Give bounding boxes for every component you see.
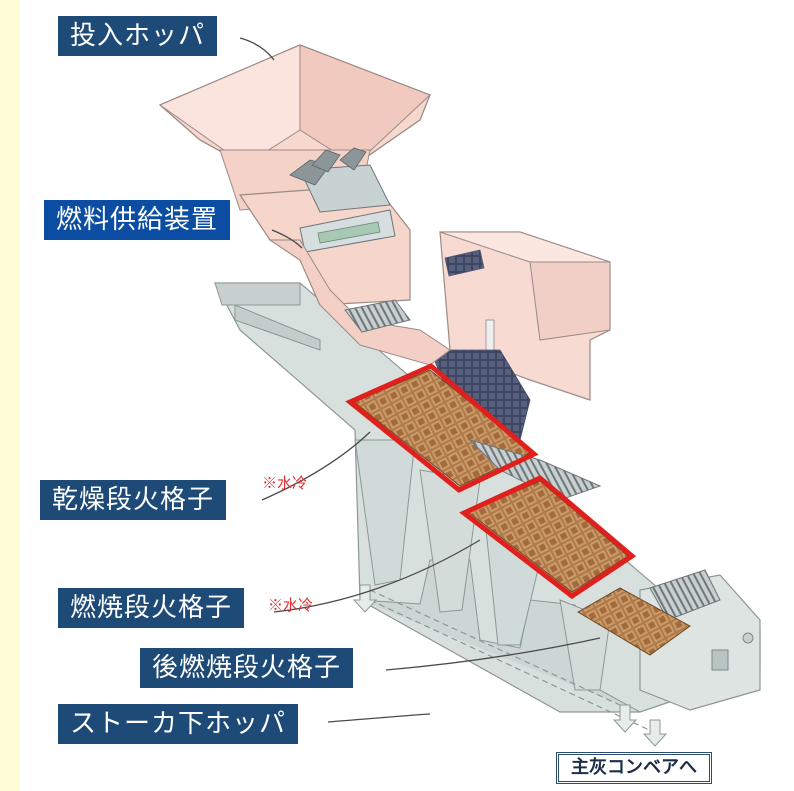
leader-combustion bbox=[273, 539, 481, 613]
after-burning-grate-surface bbox=[577, 587, 691, 656]
label-feed-hopper: 投入ホッパ bbox=[58, 16, 218, 56]
label-lower-hopper: ストーカ下ホッパ bbox=[58, 704, 299, 744]
fuel-feeder bbox=[238, 147, 451, 366]
note-drying-water-cooled: ※水冷 bbox=[262, 474, 308, 492]
leader-lower-hopper bbox=[327, 713, 431, 723]
note-combustion-water-cooled: ※水冷 bbox=[268, 596, 314, 614]
leader-drying bbox=[261, 431, 371, 501]
feed-hopper bbox=[158, 44, 431, 211]
label-fuel-feeder: 燃料供給装置 bbox=[44, 200, 231, 240]
ash-flow-lines bbox=[352, 584, 668, 747]
leader-lines bbox=[239, 37, 601, 723]
label-combustion-grate: 燃焼段火格子 bbox=[58, 588, 245, 628]
destination-main-ash-conveyor: 主灰コンベアへ bbox=[556, 752, 712, 784]
leader-after-burning bbox=[385, 637, 601, 671]
ash-arrow-middle bbox=[612, 704, 638, 733]
grate-stages bbox=[345, 363, 691, 656]
combustion-grate-highlight bbox=[459, 475, 637, 600]
combustion-chamber bbox=[429, 231, 611, 441]
label-drying-grate: 乾燥段火格子 bbox=[40, 480, 227, 520]
ash-arrow-left bbox=[352, 584, 378, 613]
label-after-burning-grate: 後燃焼段火格子 bbox=[140, 648, 354, 688]
leader-hopper bbox=[239, 37, 275, 61]
leader-feeder bbox=[271, 229, 303, 249]
left-margin-strip bbox=[0, 0, 20, 791]
ash-arrow-right bbox=[642, 719, 668, 747]
drying-grate-highlight bbox=[345, 363, 539, 493]
